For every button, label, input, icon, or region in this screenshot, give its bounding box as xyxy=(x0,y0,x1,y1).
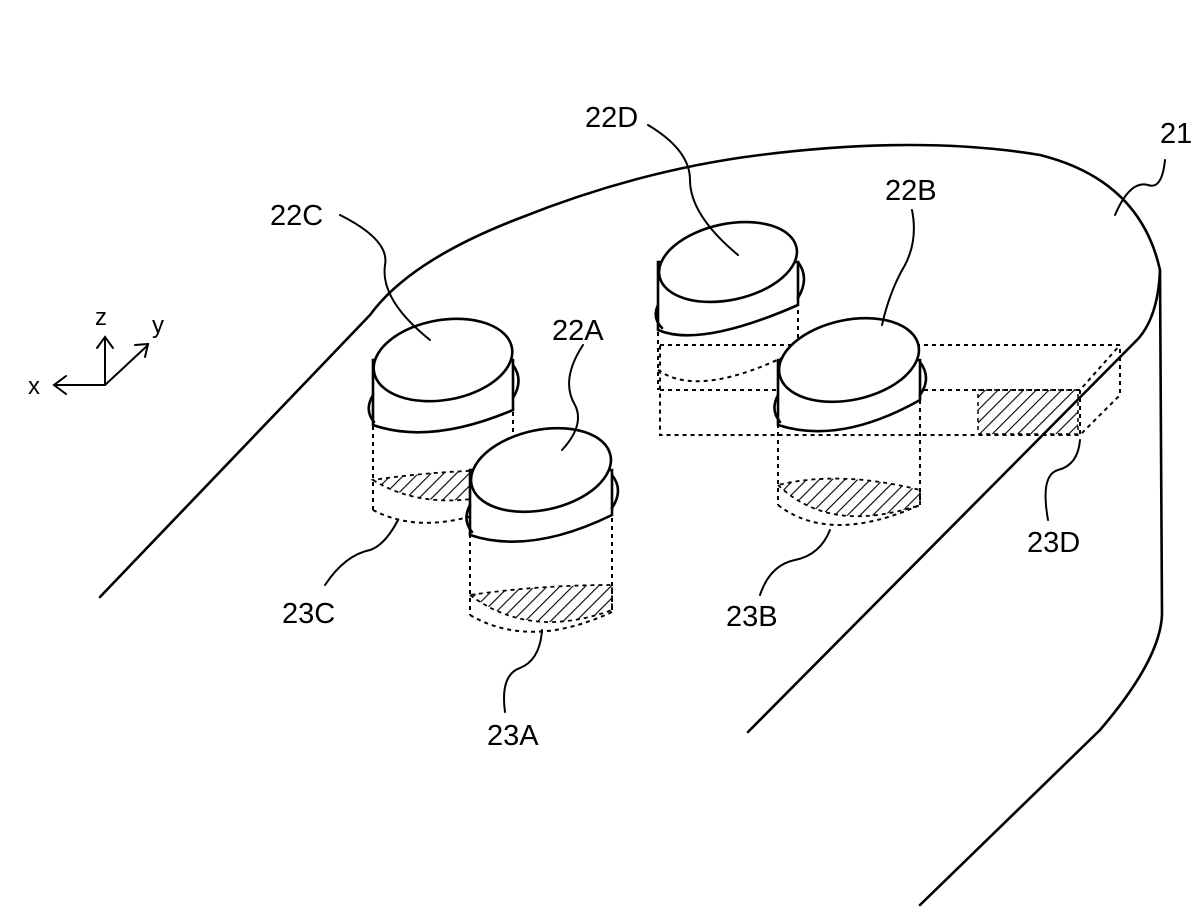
label-22a: 22A xyxy=(552,315,604,347)
axis-z-label: z xyxy=(95,304,107,331)
sensor-22d xyxy=(654,220,806,390)
region-23d-box xyxy=(659,344,1121,436)
label-23b: 23B xyxy=(726,601,778,633)
label-22d: 22D xyxy=(585,102,638,134)
leader-lines xyxy=(324,124,1166,713)
label-23c: 23C xyxy=(282,598,335,630)
sensor-22a xyxy=(465,426,620,633)
axis-x-label: x xyxy=(28,373,40,400)
label-22b: 22B xyxy=(885,175,937,207)
label-23a: 23A xyxy=(487,720,539,752)
label-23d: 23D xyxy=(1027,527,1080,559)
axes-indicator: x y z xyxy=(28,304,164,400)
axis-y-label: y xyxy=(152,312,164,339)
label-22c: 22C xyxy=(270,200,323,232)
sensor-22b xyxy=(773,316,928,526)
housing-body xyxy=(98,143,1164,907)
label-21: 21 xyxy=(1160,118,1192,150)
reference-labels: 21 22D 22B 22C 22A 23C 23A 23B 23D xyxy=(270,102,1192,752)
